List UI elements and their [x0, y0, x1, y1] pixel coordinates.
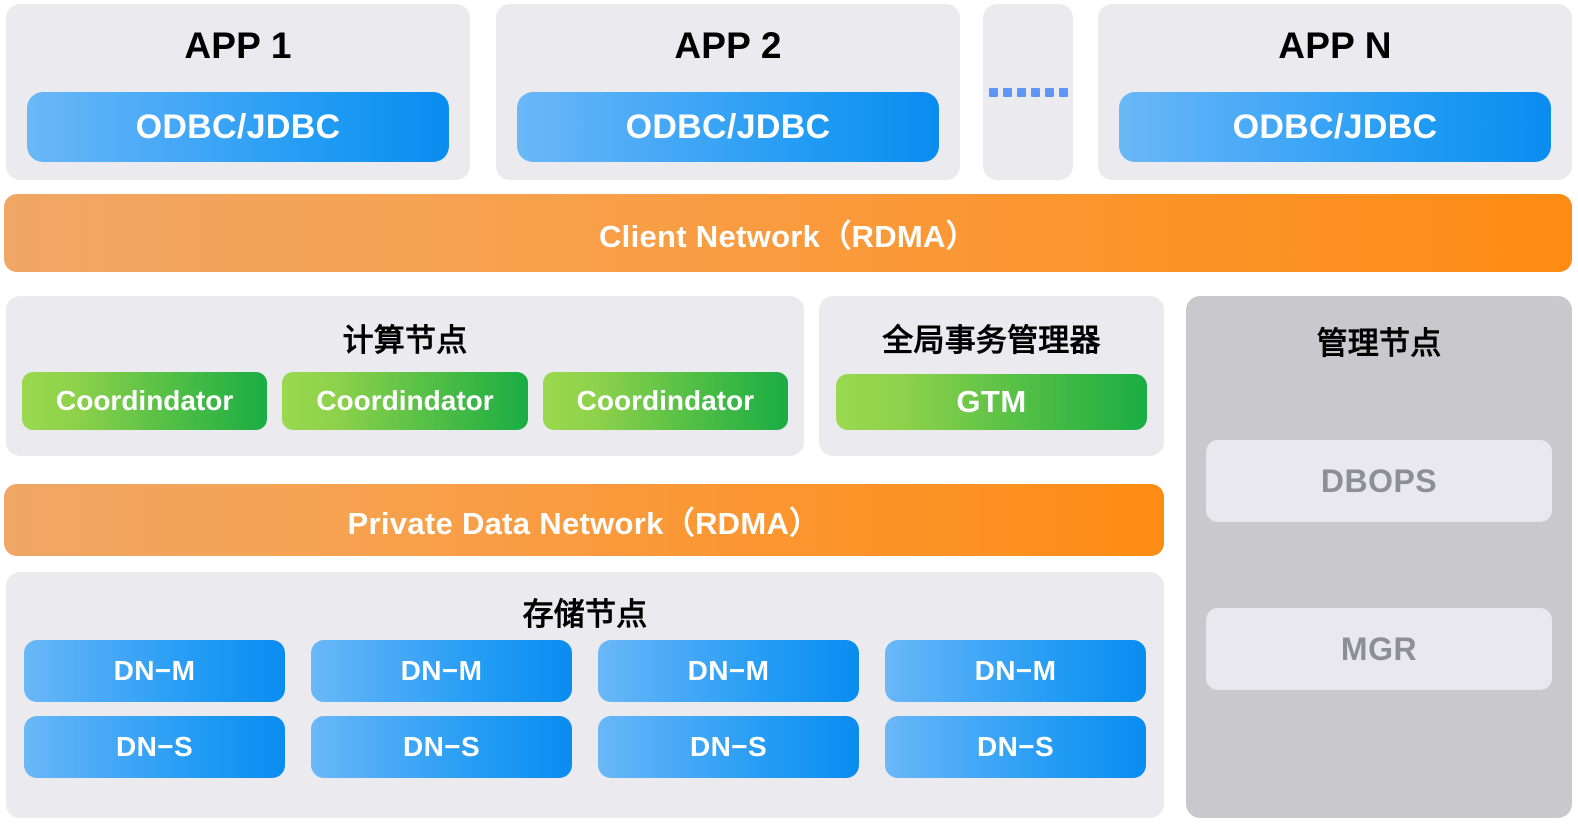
storage-node-column-1: DN−M DN−S — [24, 640, 285, 778]
storage-node-column-4: DN−M DN−S — [885, 640, 1146, 778]
dn-master-chip-3[interactable]: DN−M — [598, 640, 859, 702]
app-panel-1: APP 1 ODBC/JDBC — [6, 4, 470, 180]
app-1-odbc-jdbc-chip[interactable]: ODBC/JDBC — [27, 92, 449, 162]
compute-nodes-title: 计算节点 — [342, 323, 468, 358]
global-transaction-manager-panel: 全局事务管理器 GTM — [819, 296, 1164, 456]
storage-node-grid: DN−M DN−S DN−M DN−S DN−M DN−S DN−M DN−S — [24, 640, 1146, 778]
horizontal-dots-icon-dot-1 — [988, 87, 998, 97]
client-network-bar: Client Network（RDMA） — [4, 194, 1572, 272]
private-data-network-bar: Private Data Network（RDMA） — [4, 484, 1164, 556]
coordinator-chip-2[interactable]: Coordindator — [282, 372, 528, 430]
app-panel-2: APP 2 ODBC/JDBC — [496, 4, 960, 180]
mgr-chip[interactable]: MGR — [1206, 608, 1552, 690]
app-panel-2-title: APP 2 — [674, 25, 782, 66]
storage-nodes-title: 存储节点 — [522, 597, 648, 632]
global-transaction-manager-title: 全局事务管理器 — [882, 323, 1101, 358]
storage-node-column-2: DN−M DN−S — [311, 640, 572, 778]
coordinator-chip-3[interactable]: Coordindator — [542, 372, 788, 430]
storage-nodes-panel: 存储节点 DN−M DN−S DN−M DN−S DN−M DN−S DN−M … — [6, 572, 1164, 818]
dn-master-chip-2[interactable]: DN−M — [311, 640, 572, 702]
app-2-odbc-jdbc-chip[interactable]: ODBC/JDBC — [517, 92, 939, 162]
app-panel-n: APP N ODBC/JDBC — [1098, 4, 1572, 180]
dn-slave-chip-3[interactable]: DN−S — [598, 716, 859, 778]
horizontal-dots-icon-dot-5 — [1044, 87, 1054, 97]
dn-master-chip-1[interactable]: DN−M — [24, 640, 285, 702]
app-ellipsis-panel — [983, 4, 1073, 180]
management-node-panel: 管理节点 DBOPS MGR — [1186, 296, 1572, 818]
management-node-title: 管理节点 — [1316, 326, 1442, 361]
dn-master-chip-4[interactable]: DN−M — [885, 640, 1146, 702]
app-n-odbc-jdbc-chip[interactable]: ODBC/JDBC — [1119, 92, 1551, 162]
app-panel-1-title: APP 1 — [184, 25, 292, 66]
horizontal-dots-icon-dot-4 — [1030, 87, 1040, 97]
dn-slave-chip-1[interactable]: DN−S — [24, 716, 285, 778]
compute-nodes-panel: 计算节点 Coordindator Coordindator Coordinda… — [6, 296, 804, 456]
horizontal-dots-icon-dot-2 — [1002, 87, 1012, 97]
gtm-chip[interactable]: GTM — [836, 374, 1147, 430]
horizontal-dots-icon-dot-6 — [1058, 87, 1068, 97]
dn-slave-chip-4[interactable]: DN−S — [885, 716, 1146, 778]
dn-slave-chip-2[interactable]: DN−S — [311, 716, 572, 778]
dbops-chip[interactable]: DBOPS — [1206, 440, 1552, 522]
app-panel-n-title: APP N — [1278, 25, 1392, 66]
storage-node-column-3: DN−M DN−S — [598, 640, 859, 778]
coordinator-chip-1[interactable]: Coordindator — [22, 372, 268, 430]
horizontal-dots-icon-dot-3 — [1016, 87, 1026, 97]
coordinator-row: Coordindator Coordindator Coordindator — [22, 372, 788, 430]
